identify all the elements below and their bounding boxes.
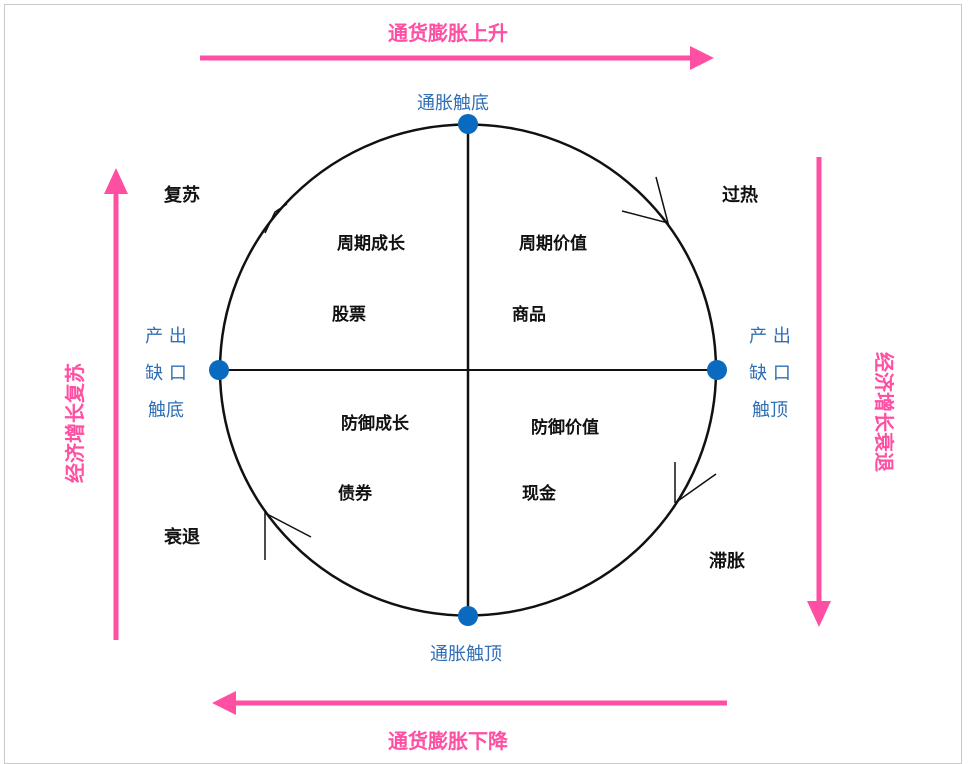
right-node xyxy=(707,360,727,380)
growth-recovery-label: 经济增长复苏 xyxy=(63,363,87,483)
right-node-label-line3: 触顶 xyxy=(752,400,788,421)
inflation-rising-label: 通货膨胀上升 xyxy=(388,21,508,45)
quadrant-top-left-asset: 股票 xyxy=(332,305,366,325)
quadrant-top-right-asset: 商品 xyxy=(512,304,546,325)
phase-stagflation: 滞胀 xyxy=(709,551,745,572)
top-node xyxy=(458,114,478,134)
quadrant-bottom-right-title: 防御价值 xyxy=(531,417,599,438)
growth-decline-arrow xyxy=(807,157,831,627)
phase-recession: 衰退 xyxy=(163,526,200,548)
inflation-falling-label: 通货膨胀下降 xyxy=(388,729,509,753)
top-node-label: 通胀触底 xyxy=(417,93,489,114)
left-node-label-line1: 产 出 xyxy=(145,326,187,347)
growth-recovery-arrow xyxy=(104,168,128,640)
quadrant-bottom-left-title: 防御成长 xyxy=(341,413,410,434)
inflation-falling-arrow xyxy=(212,691,727,715)
right-node-label-line2: 缺 口 xyxy=(749,363,791,384)
left-node-label-line2: 缺 口 xyxy=(145,363,187,384)
quadrant-bottom-left-asset: 债券 xyxy=(338,483,373,504)
left-node-label-line3: 触底 xyxy=(148,400,184,421)
quadrant-top-left-title: 周期成长 xyxy=(337,233,406,254)
inflation-rising-arrow xyxy=(200,46,714,70)
quadrant-top-right-title: 周期价值 xyxy=(519,233,587,254)
quadrant-bottom-right-asset: 现金 xyxy=(522,483,557,504)
phase-overheat: 过热 xyxy=(722,184,758,206)
phase-recovery: 复苏 xyxy=(163,184,200,206)
direction-marks xyxy=(264,176,717,560)
left-node xyxy=(209,360,229,380)
growth-decline-label: 经济增长衰退 xyxy=(872,352,896,472)
bottom-node xyxy=(458,606,478,626)
bottom-node-label: 通胀触顶 xyxy=(430,644,502,665)
right-node-label-line1: 产 出 xyxy=(749,326,791,347)
